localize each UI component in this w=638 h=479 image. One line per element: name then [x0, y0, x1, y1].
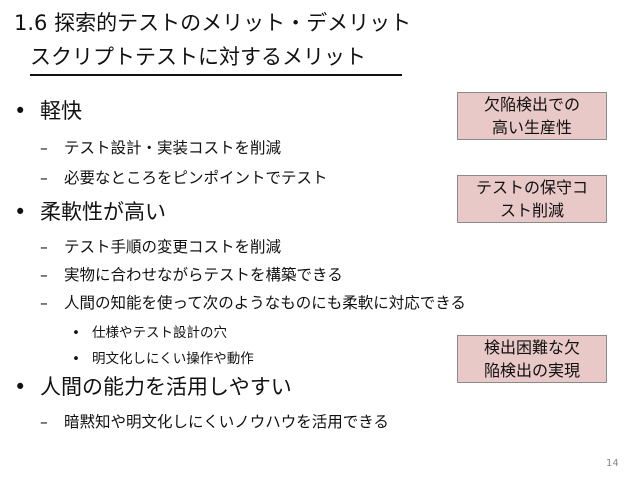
bullet-marker: –	[40, 238, 48, 256]
callout-box: 検出困難な欠 陥検出の実現	[457, 335, 607, 383]
list-item-text: 人間の能力を活用しやすい	[40, 375, 292, 399]
callout-box: テストの保守コ スト削減	[457, 175, 607, 223]
list-item-text: 必要なところをピンポイントでテスト	[64, 169, 328, 187]
list-item: • 人間の能力を活用しやすい	[14, 371, 292, 401]
list-item-text: 暗黙知や明文化しにくいノウハウを活用できる	[64, 413, 389, 431]
list-item-text: 人間の知能を使って次のようなものにも柔軟に対応できる	[64, 294, 466, 312]
list-item-text: 仕様やテスト設計の穴	[92, 325, 227, 341]
bullet-marker: –	[40, 266, 48, 284]
slide-subtitle: スクリプトテストに対するメリット	[30, 45, 366, 69]
list-item-text: テスト設計・実装コストを削減	[64, 139, 282, 157]
bullet-marker: •	[72, 325, 80, 341]
callout-line: スト削減	[499, 201, 564, 220]
list-item-text: 軽快	[40, 99, 82, 123]
page-number: 14	[606, 458, 619, 469]
callout-line: 高い生産性	[491, 118, 572, 137]
list-item: –テスト設計・実装コストを削減	[40, 136, 281, 158]
bullet-marker: –	[40, 139, 48, 157]
callout-line: 欠陥検出での	[483, 95, 580, 114]
list-item-text: 実物に合わせながらテストを構築できる	[64, 266, 343, 284]
list-item: • 柔軟性が高い	[14, 196, 166, 226]
list-item: –必要なところをピンポイントでテスト	[40, 166, 328, 188]
bullet-marker: –	[40, 169, 48, 187]
subtitle-underline	[30, 74, 402, 76]
bullet-marker: –	[40, 294, 48, 312]
slide-title: 1.6 探索的テストのメリット・デメリット	[14, 11, 412, 35]
list-item: –暗黙知や明文化しにくいノウハウを活用できる	[40, 410, 389, 432]
list-item-text: 明文化しにくい操作や動作	[92, 351, 254, 367]
list-item-text: 柔軟性が高い	[40, 200, 166, 224]
callout-line: 検出困難な欠	[483, 338, 580, 357]
callout-line: 陥検出の実現	[483, 361, 580, 380]
list-item: • 明文化しにくい操作や動作	[72, 347, 254, 367]
bullet-marker: •	[14, 99, 27, 123]
callout-line: テストの保守コ	[475, 178, 588, 197]
list-item: • 軽快	[14, 95, 82, 125]
bullet-marker: •	[72, 351, 80, 367]
bullet-marker: •	[14, 375, 27, 399]
callout-box: 欠陥検出での 高い生産性	[457, 92, 607, 140]
bullet-marker: –	[40, 413, 48, 431]
list-item: –実物に合わせながらテストを構築できる	[40, 263, 343, 285]
bullet-marker: •	[14, 200, 27, 224]
list-item-text: テスト手順の変更コストを削減	[64, 238, 282, 256]
list-item: –テスト手順の変更コストを削減	[40, 235, 281, 257]
list-item: • 仕様やテスト設計の穴	[72, 321, 227, 341]
list-item: –人間の知能を使って次のようなものにも柔軟に対応できる	[40, 291, 466, 313]
